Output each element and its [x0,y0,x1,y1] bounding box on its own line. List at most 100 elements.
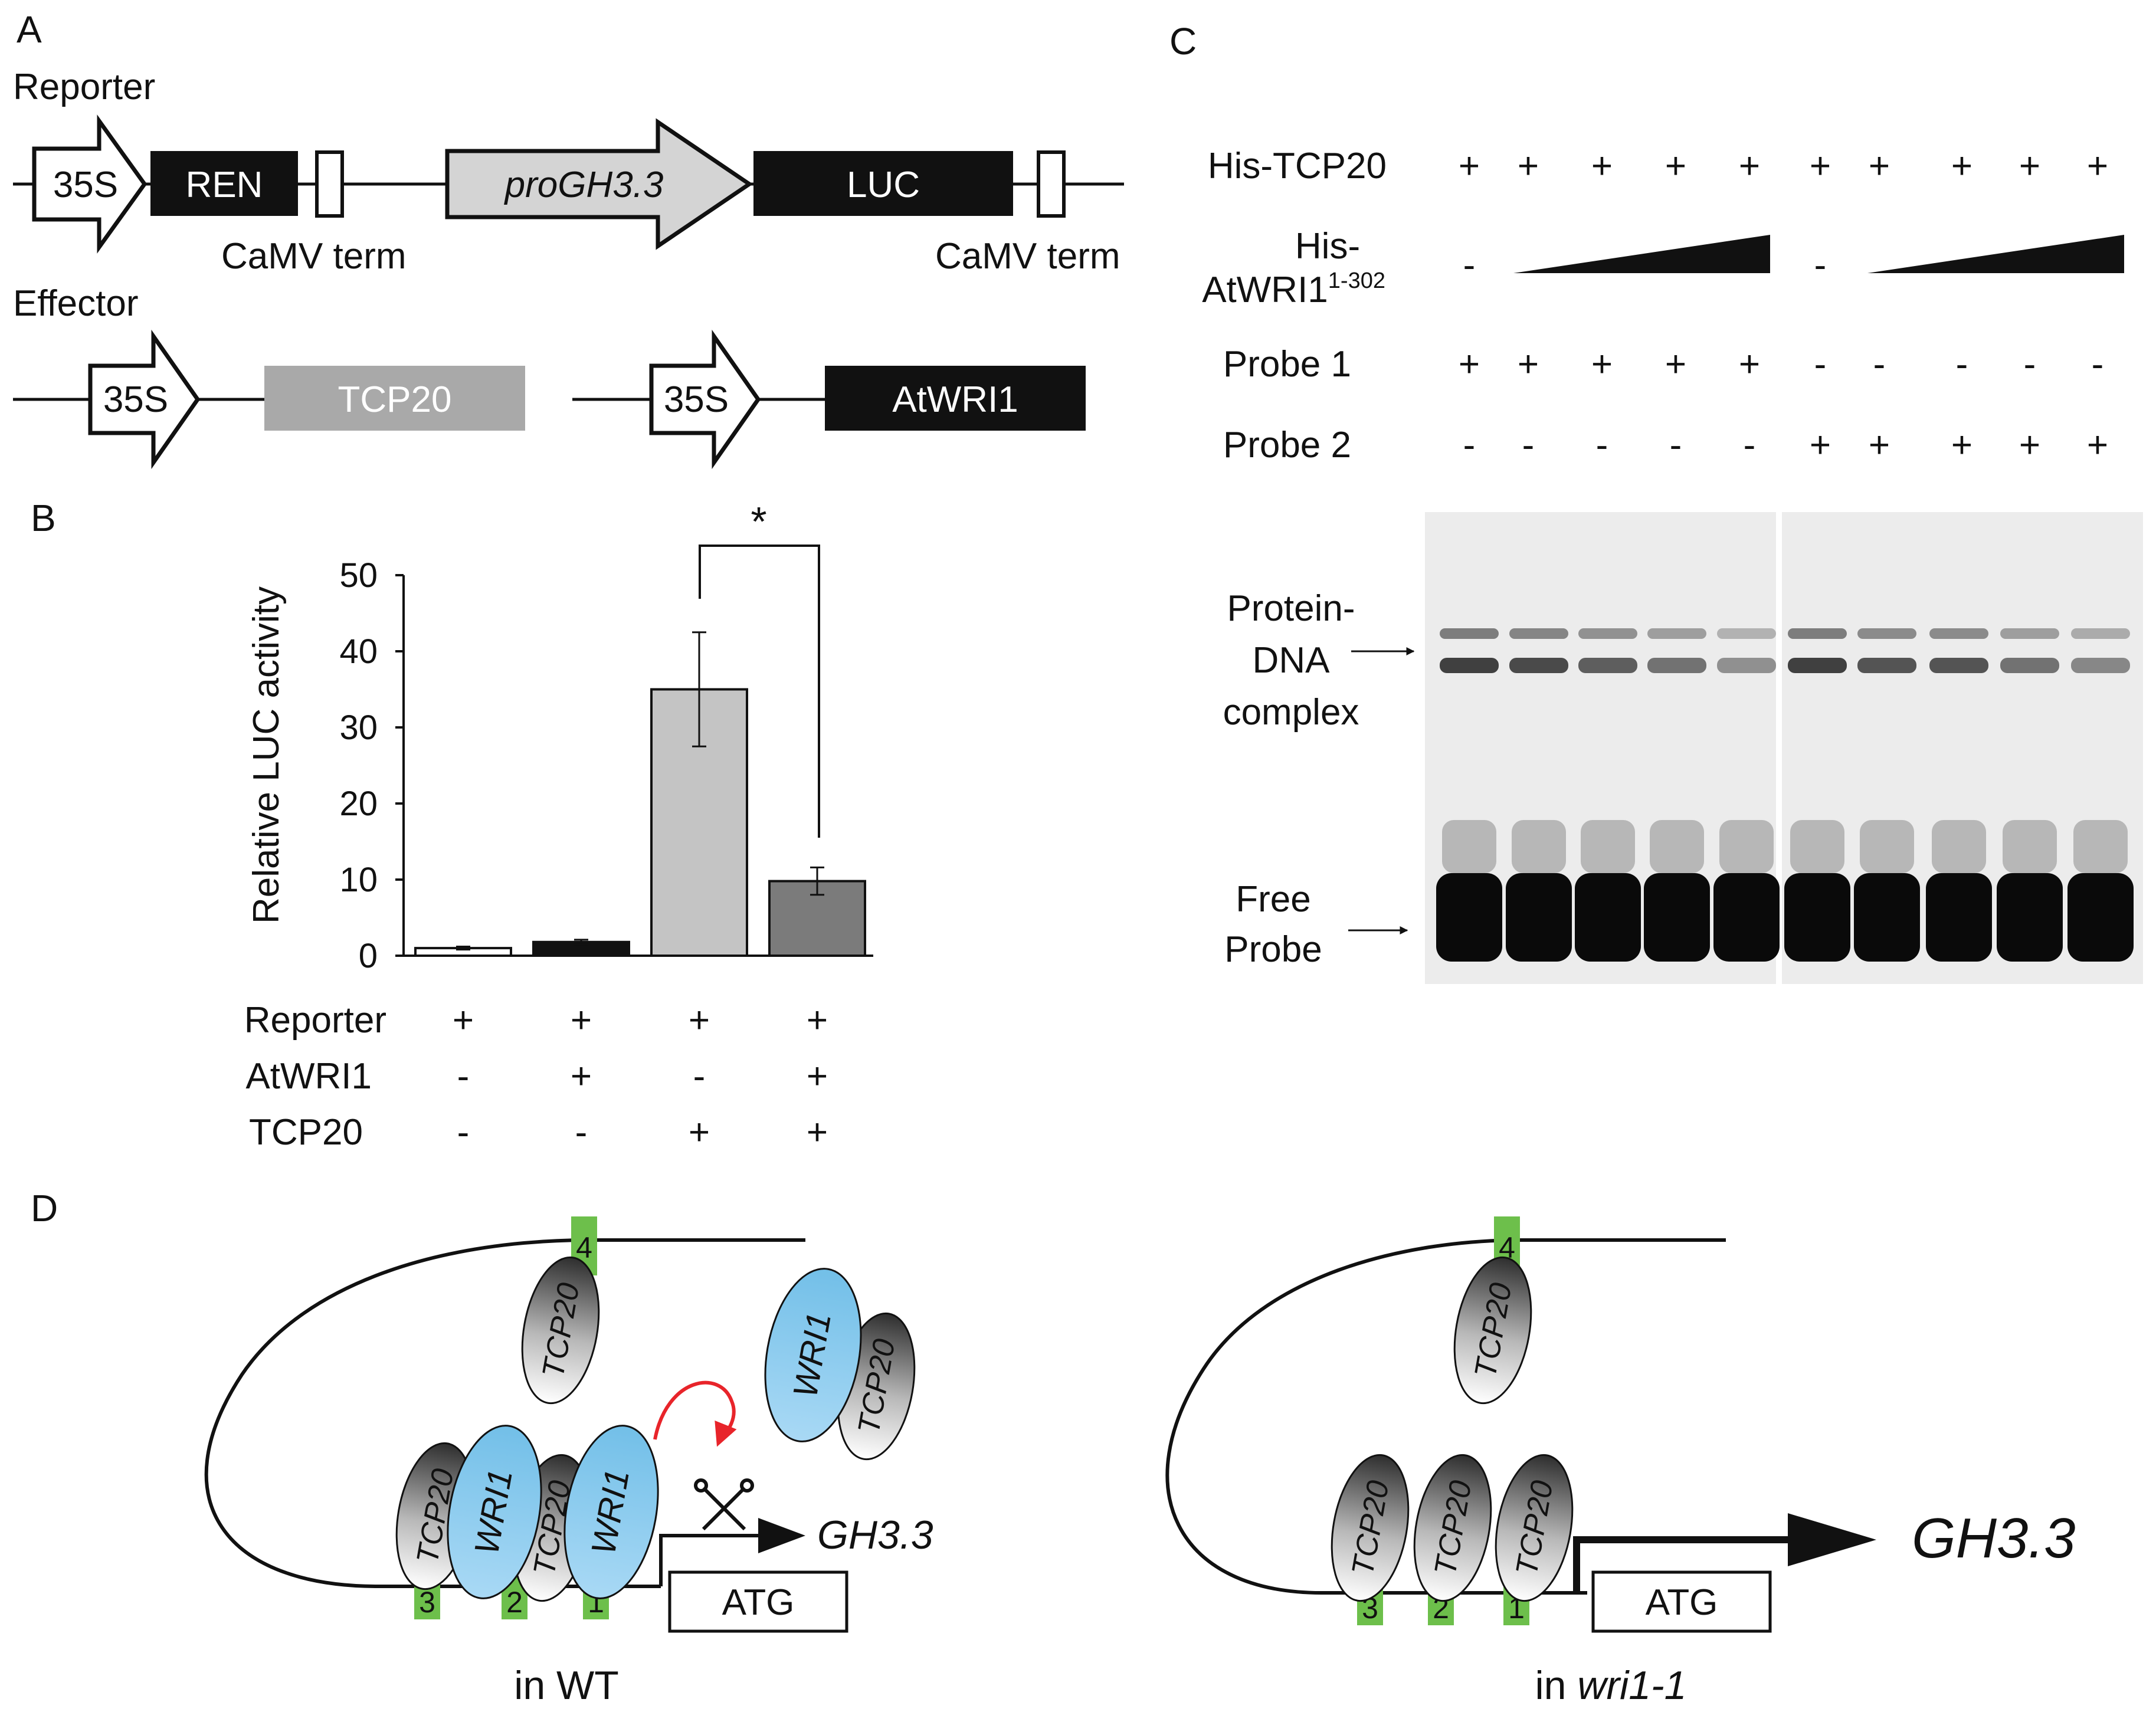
his-atwri1-label-1: His- [1295,226,1360,267]
complex-band-upper [2000,628,2059,639]
free-probe-band [1644,873,1710,962]
free-probe-band [2067,873,2134,962]
complex-band-upper [1857,628,1916,639]
complex-band-lower [1578,658,1637,673]
lane-symbol-probe2: - [1463,425,1476,465]
wt-repression-arrow [653,1380,737,1447]
significance-bracket [699,545,820,838]
free-probe-band [1784,873,1850,962]
probe2-label: Probe 2 [1223,425,1351,465]
lane-symbol-his-atwri1: - [1463,245,1476,286]
lane-symbol-probe2: + [2019,425,2040,465]
free-probe-band [1506,873,1572,962]
b-row-value: + [689,1112,710,1153]
b-row-value: - [457,1056,470,1097]
effector-35s-label-2: 35S [664,379,729,420]
b-row-value: + [807,1112,828,1153]
free-probe-band [1854,873,1920,962]
free-probe-smear [2003,820,2057,873]
free-label-line1: Free [1236,879,1310,920]
lane-symbol-probe1: - [2024,344,2036,385]
complex-label-line1: Protein- [1227,588,1355,629]
complex-band-upper [2071,628,2130,639]
free-probe-smear [1442,820,1496,873]
lane-symbol-probe1: + [1518,344,1539,385]
mut-tcp20-oval-site2: TCP20 [1413,1454,1492,1602]
free-probe-smear [1719,820,1774,873]
wt-tcp20-oval-top: TCP20 [521,1256,600,1405]
free-probe-smear [1512,820,1566,873]
wt-wri1-oval-1: WRI1 [447,1425,542,1599]
effector-35s-promoter-1: 35S [88,329,201,470]
free-probe-smear [1581,820,1635,873]
mut-tcp20-oval-site1: TCP20 [1495,1454,1574,1602]
complex-label-line2: DNA [1253,640,1331,681]
effector-label: Effector [13,283,139,324]
mut-caption: in wri1-1 [1535,1663,1687,1708]
complex-band-lower [1509,658,1568,673]
b-row-label: Reporter [244,1000,386,1041]
his-tcp20-label: His-TCP20 [1208,146,1387,186]
wt-site-2-label: 2 [506,1586,523,1619]
free-probe-smear [1790,820,1844,873]
wt-gh33-label: GH3.3 [817,1513,933,1557]
b-row-value: + [571,1056,592,1097]
free-probe-bands [1436,820,2134,962]
y-tick-label: 50 [339,556,378,595]
b-row-value: + [807,1056,828,1097]
luc-box [753,151,1013,216]
wt-transcription-arrow [659,1534,766,1586]
lane-symbol-probe2: + [2087,425,2108,465]
free-probe-smear [1860,820,1914,873]
panel-d-letter: D [31,1187,58,1229]
complex-band-upper [1717,628,1776,639]
mut-atg-label: ATG [1646,1582,1718,1623]
effector-35s-label-1: 35S [103,379,168,420]
y-tick-label: 30 [339,709,378,747]
wt-wri1-oval-free: WRI1 [764,1268,862,1442]
lane-symbol-probe2: + [1869,425,1890,465]
lane-symbol-his_tcp20: + [1739,146,1760,186]
lane-symbol-probe2: + [1951,425,1972,465]
free-probe-smear [1932,820,1986,873]
lane-symbol-probe2: + [1810,425,1831,465]
b-row-label: AtWRI1 [245,1056,372,1097]
b-row-value: + [689,1000,710,1041]
b-row-value: - [457,1112,470,1153]
complex-band-upper [1578,628,1637,639]
lane-symbol-probe2: - [1596,425,1608,465]
wt-diagram: 4 3 2 1 TCP20 TCP20 WRI1 TCP20 T [204,1216,933,1708]
b-row-value: - [693,1056,706,1097]
atwri1-box [825,366,1086,431]
lane-symbol-probe2: - [1670,425,1682,465]
b-row-value: + [453,1000,474,1041]
lane-symbol-probe1: + [1591,344,1613,385]
complex-band-lower [1647,658,1706,673]
lane-symbol-probe2: - [1744,425,1756,465]
complex-band-lower [1857,658,1916,673]
wt-transcription-arrowhead [758,1518,805,1553]
mut-atg-box [1591,1570,1772,1633]
free-probe-band [1997,873,2063,962]
y-tick-label: 20 [339,785,378,823]
complex-band-upper [1929,628,1988,639]
wt-atg-box [668,1570,848,1633]
free-probe-band [1436,873,1502,962]
camv-term-box-1 [315,150,344,218]
b-row-label: TCP20 [249,1112,363,1153]
tcp20-box-label: TCP20 [338,379,452,420]
atwri1-gradient-wedge-2 [1867,235,2124,273]
mut-transcription-arrowhead [1788,1513,1876,1566]
b-row-value: - [575,1112,588,1153]
panel-d: D 4 3 2 1 TCP20 TCP20 WRI1 [31,1187,2075,1708]
reporter-35s-promoter: 35S [32,114,148,254]
complex-band-upper [1509,628,1568,639]
lane-symbol-probe1: - [1814,344,1827,385]
panel-a: A Reporter 35S REN proGH3.3 LUC CaMV ter… [13,8,1124,470]
complex-band-lower [1717,658,1776,673]
wt-atg-label: ATG [722,1582,795,1623]
his-atwri1-superscript: 1-302 [1328,268,1385,293]
